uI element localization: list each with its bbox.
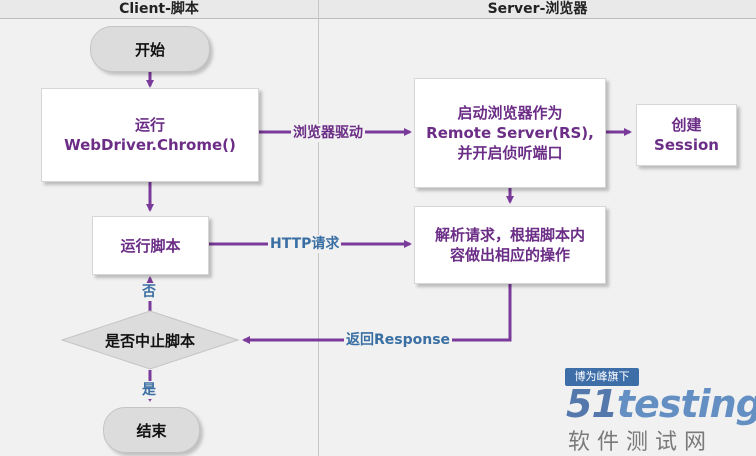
edge-label-yes: 是 xyxy=(140,381,158,399)
watermark-logo-num: 51 xyxy=(566,382,618,426)
lane-header-client: Client-脚本 xyxy=(0,0,318,19)
run-script-node: 运行脚本 xyxy=(92,216,209,275)
edge-label-http-request: HTTP请求 xyxy=(268,235,342,253)
edge-parse-to-decision xyxy=(242,284,512,344)
create-session-node: 创建 Session xyxy=(636,104,737,166)
edge-label-return-response: 返回Response xyxy=(344,331,453,349)
lane-header-server: Server-浏览器 xyxy=(319,0,756,19)
end-node: 结束 xyxy=(103,407,200,453)
start-node: 开始 xyxy=(90,26,210,72)
edge-label-browser-driver: 浏览器驱动 xyxy=(291,124,365,142)
run-webdriver-node: 运行 WebDriver.Chrome() xyxy=(41,88,259,182)
decision-label: 是否中止脚本 xyxy=(104,331,195,350)
decision-diamond xyxy=(60,310,240,370)
watermark-logo: 51testing xyxy=(566,382,756,426)
watermark-badge: 博为峰旗下 xyxy=(565,368,639,386)
watermark-subtitle: 软件测试网 xyxy=(568,430,714,455)
watermark-logo-text: testing xyxy=(616,382,756,426)
start-browser-node: 启动浏览器作为 Remote Server(RS), 并开启侦听端口 xyxy=(414,78,606,188)
parse-request-node: 解析请求，根据脚本内 容做出相应的操作 xyxy=(414,206,606,284)
lane-divider xyxy=(318,0,319,456)
edge-label-no: 否 xyxy=(140,283,158,301)
